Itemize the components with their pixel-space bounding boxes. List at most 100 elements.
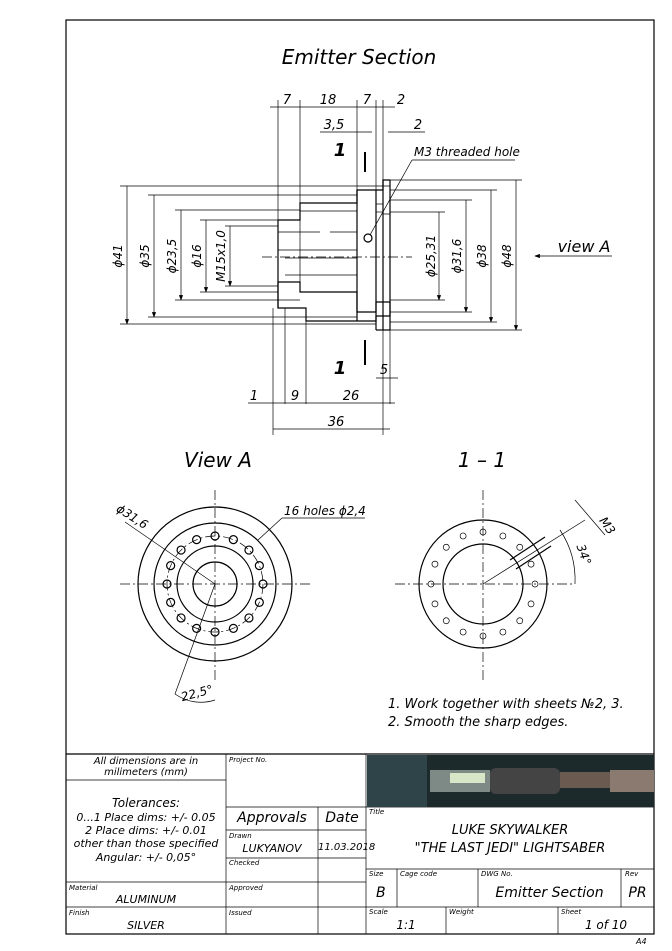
dwg-no-value: Emitter Section [495,885,604,901]
section-title: 1 – 1 [458,448,506,472]
dim-18: 18 [320,93,337,108]
dim-2a: 2 [397,93,405,108]
mount-hole [192,623,202,633]
section-hole [527,600,535,608]
project-no-label: Project No. [229,756,268,764]
drawn-date: 11.03.2018 [318,842,376,853]
rev-label: Rev [625,870,639,878]
section-hole [516,543,524,551]
section-mark-bottom: 1 [334,358,347,379]
approvals-header: Approvals [237,810,307,826]
title-block-grid [66,753,654,934]
dim-m15: M15x1,0 [214,230,228,282]
section-hole [459,532,467,540]
mount-hole [244,613,254,623]
mount-hole [210,531,220,541]
dim-2b: 2 [414,118,422,133]
drawn-by: LUKYANOV [242,842,302,855]
scale-label: Scale [369,908,388,916]
section-hole [442,617,450,625]
tolerance-4: Angular: +/- 0,05° [95,851,197,864]
dim-1: 1 [250,389,258,404]
dim-dia-23-5: ϕ23,5 [165,239,179,274]
dim-dia-48: ϕ48 [500,244,514,268]
size-value: B [376,885,386,901]
section-hole [459,628,467,636]
mount-hole [228,623,238,633]
dim-9: 9 [291,389,299,404]
section-hole [499,532,507,540]
note-1: 1. Work together with sheets №2, 3. [388,697,624,712]
dim-5: 5 [380,363,388,378]
section-hole [431,560,439,568]
mount-hole [228,535,238,545]
section-hole [499,628,507,636]
title-label: Title [369,808,385,816]
mount-hole [254,597,264,607]
dim-dia-31-6: ϕ31,6 [450,238,464,273]
view-a-dia: ϕ31,6 [114,501,151,532]
mount-hole [258,579,268,589]
mount-hole [162,579,172,589]
mount-hole [254,561,264,571]
tolerance-3: other than those specified [73,837,219,850]
title-line-1: LUKE SKYWALKER [451,823,569,838]
view-a-angle: 22,5° [179,682,214,704]
issued-label: Issued [229,909,252,917]
mount-hole [176,545,186,555]
note-2: 2. Smooth the sharp edges. [388,715,568,730]
dim-dia-16: ϕ16 [190,244,204,268]
dims-note-1: All dimensions are in [93,756,199,767]
finish-label: Finish [69,909,90,917]
dim-dia-35: ϕ35 [138,244,152,267]
approved-label: Approved [229,884,263,892]
section-hole [527,560,535,568]
dim-3-5: 3,5 [324,118,345,133]
mount-hole [166,561,176,571]
view-a-arrow-label: view A [558,237,611,256]
dim-dia-38: ϕ38 [475,244,489,268]
scale-value: 1:1 [396,918,416,932]
section-mark-top: 1 [334,140,347,161]
dim-26: 26 [343,389,360,404]
side-section-view [120,100,612,435]
section-1-1-drawing [395,490,606,680]
material-value: ALUMINUM [115,893,177,906]
material-label: Material [69,884,98,892]
mount-hole [192,535,202,545]
mount-hole [166,597,176,607]
sheet-size: A4 [636,937,647,946]
dwg-no-label: DWG No. [481,870,513,878]
thread-note: M3 threaded hole [414,145,520,159]
checked-label: Checked [229,859,260,867]
section-hole [531,580,539,588]
dim-dia-41: ϕ41 [111,244,125,267]
section-angle: 34° [574,542,594,567]
tolerances-label: Tolerances: [111,796,181,810]
rev-value: PR [628,885,647,901]
cage-code-label: Cage code [400,870,438,878]
view-a-drawing [120,490,365,703]
title-line-2: "THE LAST JEDI" LIGHTSABER [414,841,606,856]
mount-hole [244,545,254,555]
tolerance-2: 2 Place dims: +/- 0.01 [85,824,207,837]
frame-border [65,19,655,935]
sheet-value: 1 of 10 [584,918,628,932]
date-header: Date [325,810,359,826]
dim-7a: 7 [283,93,292,108]
dim-7b: 7 [363,93,372,108]
dims-note-2: milimeters (mm) [104,767,188,778]
mount-hole [210,627,220,637]
tolerance-1: 0...1 Place dims: +/- 0.05 [76,811,216,824]
size-label: Size [369,870,384,878]
section-thread: M3 [596,514,618,537]
sheet-label: Sheet [561,908,582,916]
section-hole [431,600,439,608]
finish-value: SILVER [127,919,165,932]
dim-36: 36 [328,415,345,430]
view-a-holes: 16 holes ϕ2,4 [284,504,366,518]
mount-hole [176,613,186,623]
drawing-title: Emitter Section [282,45,437,69]
